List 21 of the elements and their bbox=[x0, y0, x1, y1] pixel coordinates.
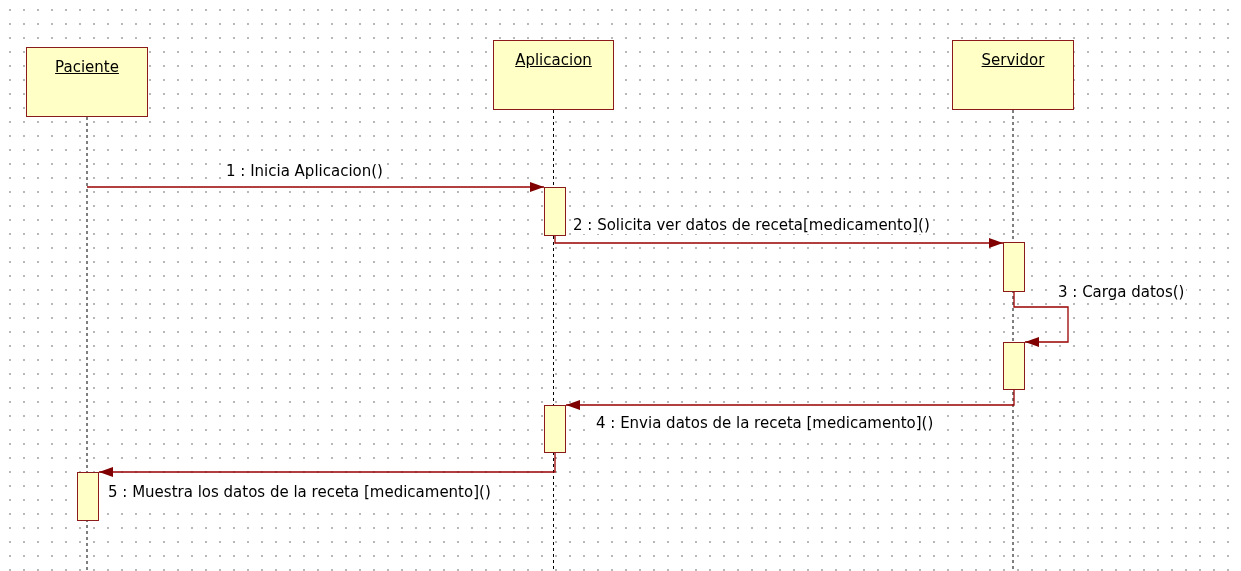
message-arrow bbox=[86, 182, 545, 192]
participant-name: Aplicacion bbox=[515, 51, 592, 69]
message-label: 1 : Inicia Aplicacion() bbox=[224, 162, 385, 180]
message-label: 3 : Carga datos() bbox=[1056, 283, 1187, 301]
message-label: 2 : Solicita ver datos de receta[medicamento]() bbox=[571, 216, 932, 234]
participant-name: Servidor bbox=[981, 51, 1045, 69]
lifeline-head bbox=[952, 40, 1074, 110]
activation-bar bbox=[544, 405, 566, 453]
activation-bar bbox=[1003, 342, 1025, 390]
message-arrow bbox=[1013, 291, 1069, 347]
message-arrow bbox=[565, 389, 1015, 410]
activation-bar bbox=[544, 187, 566, 236]
message-arrow bbox=[554, 235, 1004, 248]
message-label: 4 : Envia datos de la receta [medicamento]() bbox=[594, 414, 936, 432]
activation-bar bbox=[1003, 242, 1025, 292]
lifeline-head bbox=[493, 40, 614, 110]
message-label: 5 : Muestra los datos de la receta [medicamento]() bbox=[106, 483, 493, 501]
lifeline-head bbox=[26, 47, 148, 117]
message-arrow bbox=[98, 452, 556, 477]
participant-name: Paciente bbox=[55, 58, 119, 76]
activation-bar bbox=[77, 472, 99, 521]
